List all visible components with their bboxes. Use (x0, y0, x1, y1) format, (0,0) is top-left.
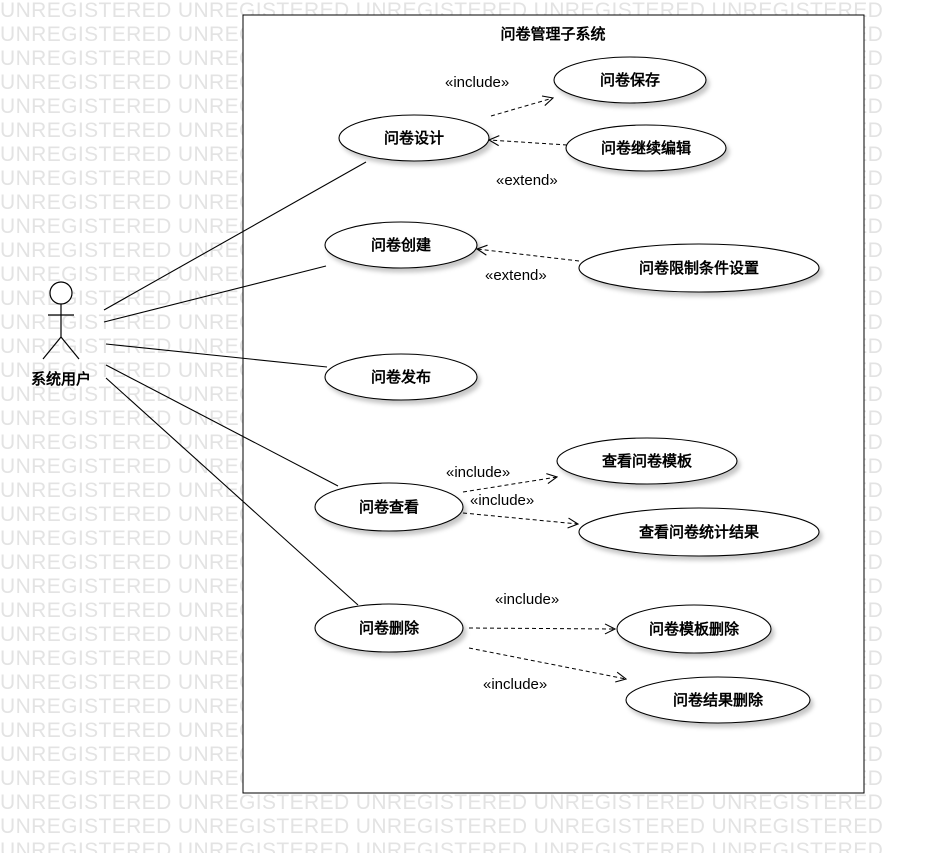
use-case-label: 问卷继续编辑 (601, 139, 691, 157)
use-case-label: 问卷发布 (371, 368, 431, 386)
include-delete-result (468, 647, 626, 679)
stick-figure-icon (42, 281, 80, 360)
association-create (103, 265, 327, 323)
association-view (105, 364, 339, 487)
include-view-template (462, 477, 557, 493)
use-case-label: 问卷模板删除 (649, 620, 740, 638)
use-case-delete[interactable]: 问卷删除 (314, 603, 464, 653)
use-case-limit-settings[interactable]: 问卷限制条件设置 (578, 243, 820, 293)
extend-continue-design (489, 140, 568, 145)
extend-limit-create (477, 249, 580, 262)
use-case-label: 问卷设计 (384, 129, 444, 147)
include-design-save (490, 98, 553, 117)
stereotype-delete-template: «include» (495, 591, 559, 608)
association-publish (105, 343, 328, 368)
use-case-label: 问卷保存 (600, 71, 660, 89)
system-title: 问卷管理子系统 (500, 25, 605, 43)
stereotype-delete-result: «include» (483, 676, 547, 693)
use-case-view[interactable]: 问卷查看 (314, 482, 464, 532)
include-view-stats (462, 512, 578, 524)
use-case-create[interactable]: 问卷创建 (324, 221, 478, 269)
use-case-view-template[interactable]: 查看问卷模板 (556, 437, 738, 485)
use-case-publish[interactable]: 问卷发布 (324, 353, 478, 401)
use-case-label: 问卷限制条件设置 (639, 259, 759, 277)
stereotype-design-continue: «extend» (496, 172, 558, 189)
watermark-line: UNREGISTERED UNREGISTERED UNREGISTERED U… (0, 791, 884, 814)
watermark-line: UNREGISTERED UNREGISTERED UNREGISTERED U… (0, 839, 884, 853)
use-case-view-stats[interactable]: 查看问卷统计结果 (578, 507, 820, 557)
stereotype-view-template: «include» (446, 464, 510, 481)
associations (103, 161, 367, 606)
actor-label: 系统用户 (31, 370, 91, 388)
dependencies (462, 98, 626, 679)
use-case-label: 查看问卷统计结果 (639, 523, 760, 541)
use-case-save[interactable]: 问卷保存 (553, 56, 707, 104)
association-design (103, 161, 367, 311)
stereotype-labels: «include» «extend» «extend» «include» «i… (445, 74, 559, 693)
use-case-label: 查看问卷模板 (602, 452, 693, 470)
use-case-label: 问卷删除 (359, 619, 420, 637)
stereotype-view-stats: «include» (470, 492, 534, 509)
system-boundary (242, 14, 865, 794)
use-case-delete-result[interactable]: 问卷结果删除 (625, 676, 811, 724)
association-delete (105, 377, 359, 606)
use-case-delete-template[interactable]: 问卷模板删除 (616, 604, 772, 654)
use-case-label: 问卷结果删除 (673, 691, 764, 709)
stereotype-design-save: «include» (445, 74, 509, 91)
use-case-label: 问卷查看 (359, 498, 419, 516)
use-case-label: 问卷创建 (371, 236, 432, 254)
use-case-design[interactable]: 问卷设计 (338, 114, 490, 162)
stereotype-create-limit: «extend» (485, 267, 547, 284)
use-case-continue-edit[interactable]: 问卷继续编辑 (565, 124, 727, 172)
actor-system-user[interactable]: 系统用户 (31, 281, 91, 388)
include-delete-template (468, 628, 615, 629)
watermark-line: UNREGISTERED UNREGISTERED UNREGISTERED U… (0, 815, 884, 838)
